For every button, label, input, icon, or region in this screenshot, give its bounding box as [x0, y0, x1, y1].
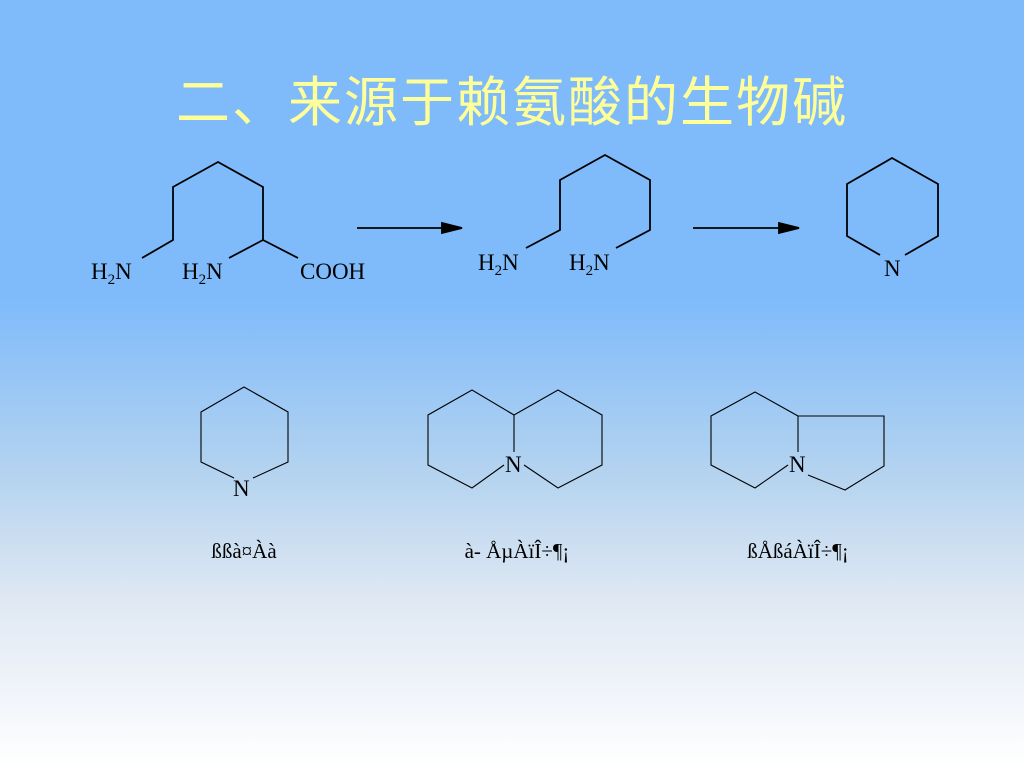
skeleton-3-ring-six: [710, 391, 799, 489]
skeleton-3-n-atom: N: [789, 452, 806, 477]
skeleton-2-caption: à- ÅµÀïÎ÷¶¡: [465, 539, 570, 563]
skeleton-2-ring-left: [427, 389, 515, 489]
skeleton-1-n-atom: N: [233, 476, 250, 501]
arrow-head-1: [441, 221, 463, 235]
skeleton-1-ring: [200, 386, 289, 479]
lysine-h2n-2: H2N: [182, 259, 223, 288]
cadaverine-h2n-2: H2N: [569, 250, 610, 279]
skeleton-2-n-atom: N: [505, 452, 522, 477]
skeleton-1-caption: ßßà¤Àà: [211, 539, 277, 563]
piperidine-ring-bond: [846, 156, 939, 256]
lysine-h2n-1: H2N: [91, 259, 132, 288]
lysine-cooh: COOH: [300, 259, 365, 284]
lysine-chain-bond: [141, 160, 299, 259]
skeleton-3-ring-five: [798, 415, 885, 491]
slide-title: 二、来源于赖氨酸的生物碱: [176, 71, 848, 134]
lysine-alpha-amine-bond: [228, 239, 264, 259]
skeleton-2-ring-right: [513, 389, 603, 489]
arrow-head-2: [778, 221, 800, 235]
piperidine-n-atom: N: [884, 256, 901, 281]
skeleton-3-caption: ßÅßáÀïÎ÷¶¡: [747, 539, 849, 563]
cadaverine-chain-bond: [525, 153, 651, 249]
cadaverine-h2n-1: H2N: [478, 250, 519, 279]
